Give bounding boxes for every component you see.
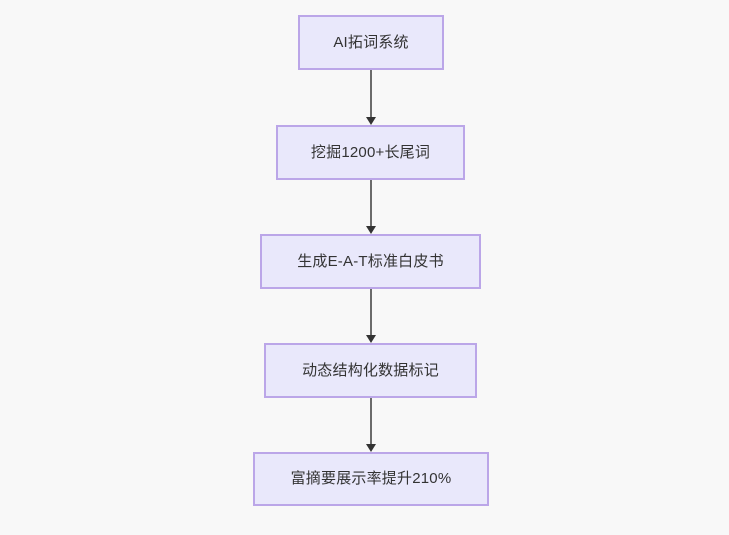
flow-node-ai-keyword-system[interactable]: AI拓词系统 [298, 15, 444, 70]
flow-node-rich-snippet-result[interactable]: 富摘要展示率提升210% [253, 452, 489, 506]
flow-edge-arrowhead-1-icon [366, 117, 376, 125]
flow-edge-arrowhead-2-icon [366, 226, 376, 234]
flow-node-longtail-keywords[interactable]: 挖掘1200+长尾词 [276, 125, 465, 180]
flow-edge-arrowhead-3-icon [366, 335, 376, 343]
flow-node-structured-data-markup[interactable]: 动态结构化数据标记 [264, 343, 477, 398]
flow-node-label: 生成E-A-T标准白皮书 [297, 252, 444, 270]
flow-edge-arrowhead-4-icon [366, 444, 376, 452]
flow-node-eat-whitepaper[interactable]: 生成E-A-T标准白皮书 [260, 234, 481, 289]
flow-node-label: AI拓词系统 [333, 33, 409, 51]
flow-node-label: 动态结构化数据标记 [302, 361, 439, 379]
flow-edge-line-2 [370, 180, 372, 226]
flow-edge-line-1 [370, 70, 372, 117]
flow-node-label: 挖掘1200+长尾词 [310, 143, 431, 161]
flow-edge-line-3 [370, 289, 372, 335]
flow-node-label: 富摘要展示率提升210% [290, 470, 452, 487]
flow-edge-line-4 [370, 398, 372, 444]
